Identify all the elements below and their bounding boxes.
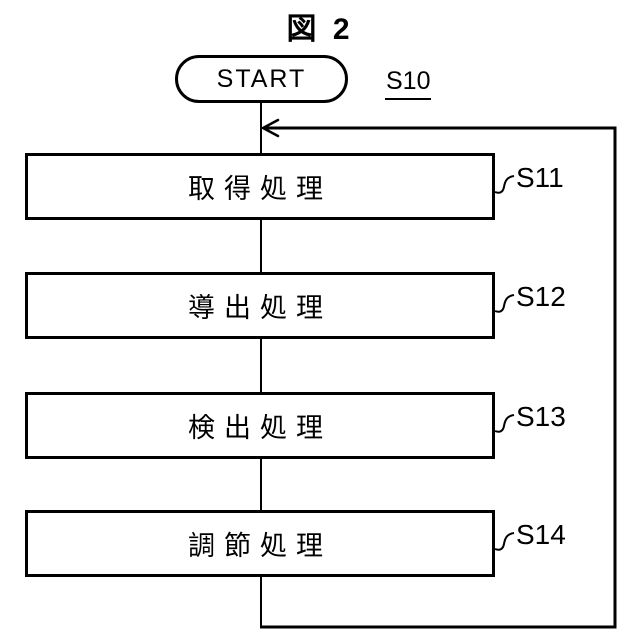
process-box-derivation: 導出処理: [25, 272, 495, 339]
process-box-label: 取得処理: [188, 174, 332, 204]
step-ref-s13: S13: [516, 401, 566, 432]
leader-squiggle-s14: [494, 532, 515, 551]
process-box-label: 検出処理: [188, 413, 332, 443]
leader-squiggle-s13: [494, 414, 515, 433]
leader-squiggle-s11: [494, 175, 515, 194]
step-ref-s14: S14: [516, 519, 566, 550]
step-ref-s10: S10: [385, 67, 432, 100]
process-box-detection: 検出処理: [25, 392, 495, 459]
step-ref-s11: S11: [516, 162, 564, 193]
start-terminal: START: [175, 55, 348, 103]
figure-title: 図 2: [286, 13, 354, 46]
process-box-acquisition: 取得処理: [25, 153, 495, 220]
feedback-loop-line: [260, 126, 617, 629]
step-ref-s12: S12: [516, 281, 566, 312]
loop-arrowhead-icon: [260, 118, 280, 138]
process-box-adjustment: 調節処理: [25, 510, 495, 577]
start-terminal-label: START: [216, 64, 307, 93]
process-box-label: 導出処理: [188, 293, 332, 323]
process-box-label: 調節処理: [188, 531, 332, 561]
leader-squiggle-s12: [494, 294, 515, 313]
